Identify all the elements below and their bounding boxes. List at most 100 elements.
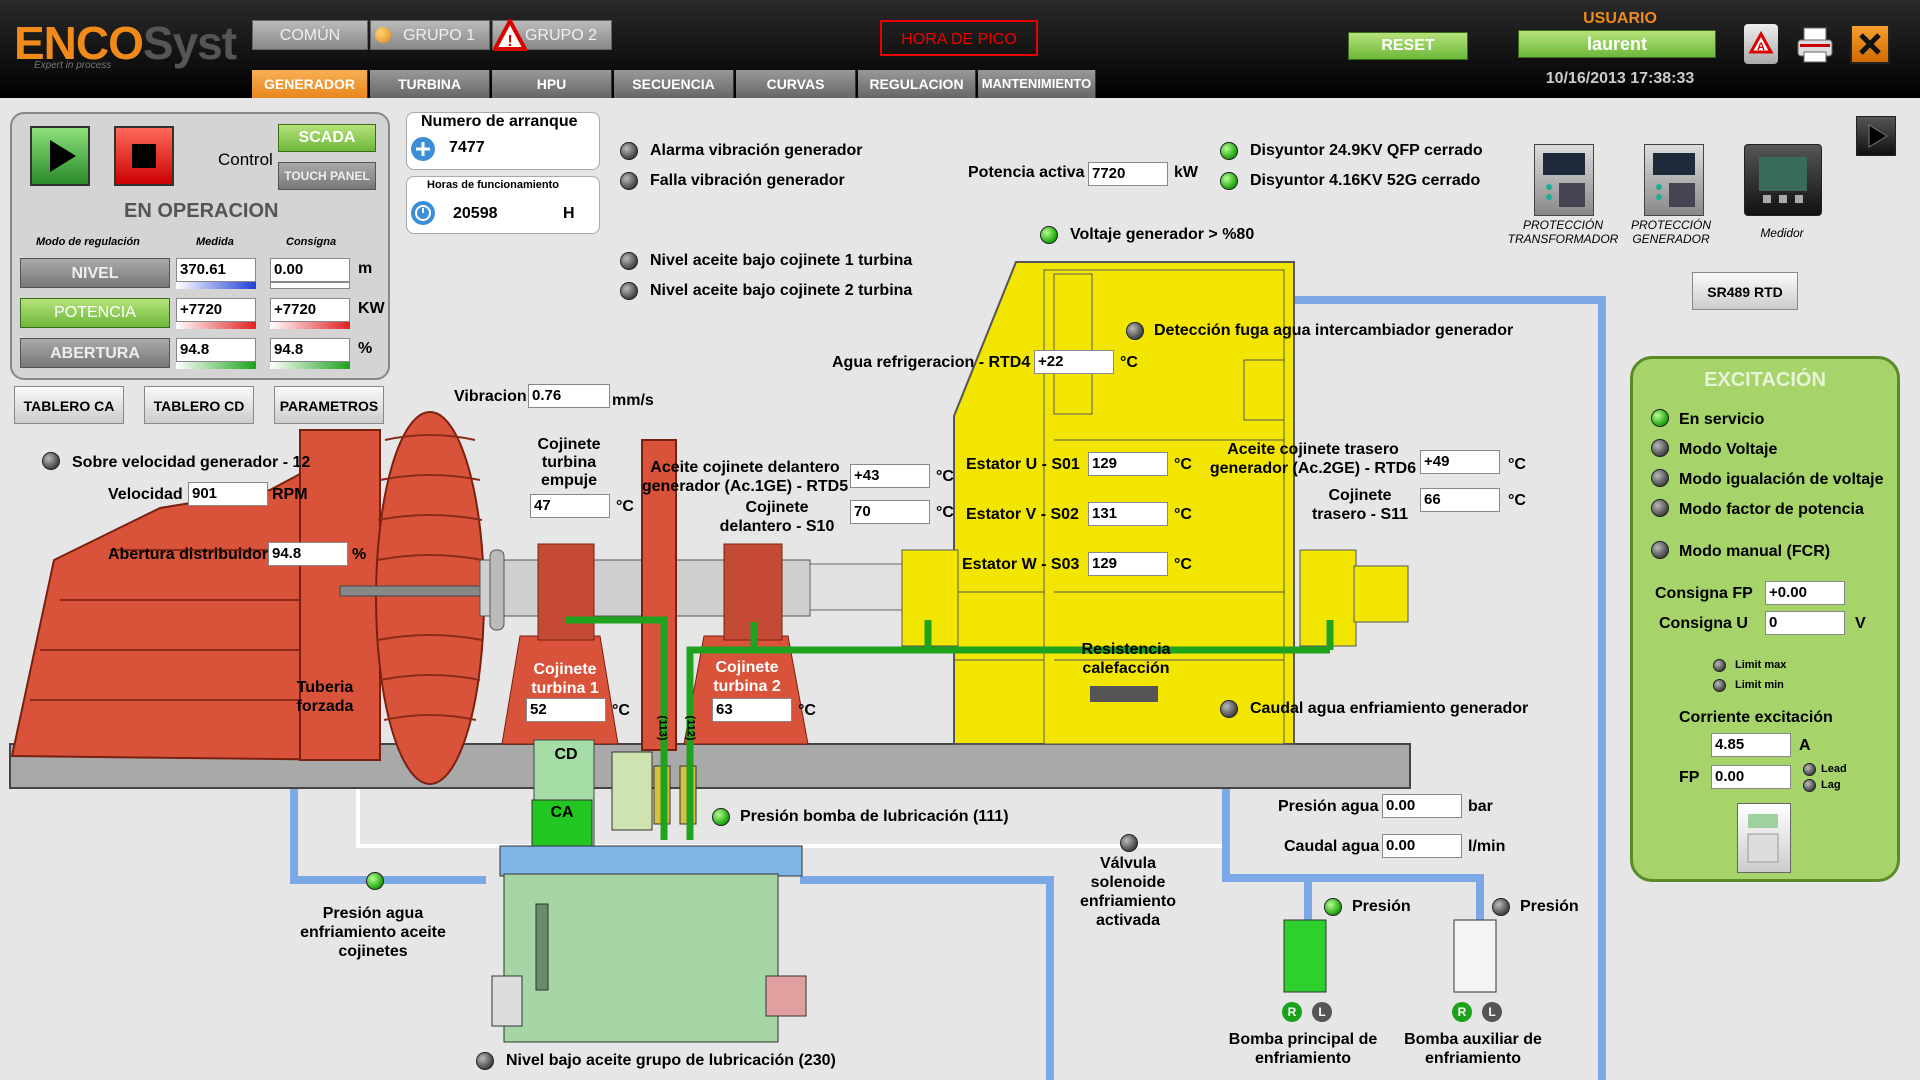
stator-v-label: Estator V - S02 — [966, 506, 1079, 524]
oil-rear-value: +49 — [1420, 450, 1500, 474]
aux-pump-r-indicator[interactable]: R — [1452, 1002, 1472, 1022]
penstock-label: Tuberia forzada — [280, 678, 370, 716]
tb1-value: 52 — [526, 698, 606, 722]
aux-pump-pressure-label: Presión — [1520, 898, 1579, 916]
thrust-bearing-label: Cojinete turbina empuje — [524, 436, 614, 490]
stator-u-value: 129 — [1088, 452, 1168, 476]
pipe-112-label: (112) — [685, 715, 697, 740]
main-pump-label: Bomba principal de enfriamiento — [1228, 1030, 1378, 1068]
excitation-title: EXCITACIÓN — [1633, 369, 1897, 392]
mode-voltage-match-led — [1651, 469, 1669, 487]
main-pump-pressure-label: Presión — [1352, 898, 1411, 916]
mode-manual-led — [1651, 541, 1669, 559]
cd-label: CD — [538, 746, 594, 764]
u-setpoint-value[interactable]: 0 — [1765, 611, 1845, 635]
main-pump-pressure-led — [1324, 898, 1342, 916]
u-setpoint-label: Consigna U — [1659, 615, 1748, 633]
mode-voltage-led — [1651, 439, 1669, 457]
rear-bearing-value: 66 — [1420, 488, 1500, 512]
bearing-cool-label: Presión agua enfriamiento aceite cojinet… — [298, 904, 448, 961]
bearing-cool-led — [366, 872, 384, 890]
aux-pump-l-indicator[interactable]: L — [1482, 1002, 1502, 1022]
vibration-value: 0.76 — [528, 384, 610, 408]
pipe-113-label: (113) — [657, 715, 669, 740]
water-flow-unit: l/min — [1468, 838, 1505, 856]
rear-bearing-unit: °C — [1508, 492, 1526, 510]
mode-service-label: En servicio — [1679, 411, 1764, 429]
lag-label: Lag — [1821, 779, 1841, 791]
thrust-bearing-value: 47 — [530, 494, 610, 518]
cooling-water-value: +22 — [1034, 350, 1114, 374]
leak-label: Detección fuga agua intercambiador gener… — [1154, 322, 1513, 340]
speed-label: Velocidad — [108, 486, 183, 504]
mode-pf-led — [1651, 499, 1669, 517]
exc-current-label: Corriente excitación — [1679, 709, 1833, 727]
limit-min-led — [1713, 679, 1726, 692]
main-pump-r-indicator[interactable]: R — [1282, 1002, 1302, 1022]
exc-current-value: 4.85 — [1711, 733, 1791, 757]
vibration-label: Vibracion — [454, 388, 527, 406]
water-pressure-value: 0.00 — [1382, 794, 1462, 818]
overspeed-led — [42, 452, 60, 470]
lube-pump-led — [712, 808, 730, 826]
exc-current-unit: A — [1799, 737, 1811, 755]
cooling-water-unit: °C — [1120, 354, 1138, 372]
overspeed-label: Sobre velocidad generador - 12 — [72, 454, 310, 472]
stator-w-value: 129 — [1088, 552, 1168, 576]
speed-value: 901 — [188, 482, 268, 506]
main-pump-l-indicator[interactable]: L — [1312, 1002, 1332, 1022]
lead-label: Lead — [1821, 763, 1847, 775]
fp-setpoint-label: Consigna FP — [1655, 585, 1753, 603]
water-flow-label: Caudal agua — [1284, 838, 1379, 856]
tb2-label: Cojinete turbina 2 — [702, 658, 792, 696]
lube-pump-label: Presión bomba de lubricación (111) — [740, 808, 1009, 826]
water-pressure-unit: bar — [1468, 798, 1493, 816]
tb1-label: Cojinete turbina 1 — [520, 660, 610, 698]
lag-led — [1803, 779, 1816, 792]
valve-label: Válvula solenoide enfriamiento activada — [1066, 854, 1190, 930]
front-bearing-value: 70 — [850, 500, 930, 524]
pf-value: 0.00 — [1711, 765, 1791, 789]
lube-low-label: Nivel bajo aceite grupo de lubricación (… — [506, 1052, 836, 1070]
speed-unit: RPM — [272, 486, 308, 504]
mode-manual-label: Modo manual (FCR) — [1679, 543, 1830, 561]
valve-led — [1120, 834, 1138, 852]
water-pressure-label: Presión agua — [1278, 798, 1378, 816]
opening-unit: % — [352, 546, 366, 564]
pf-label: FP — [1679, 769, 1699, 787]
limit-min-label: Limit min — [1735, 679, 1784, 691]
fp-setpoint-value[interactable]: +0.00 — [1765, 581, 1845, 605]
oil-rear-unit: °C — [1508, 456, 1526, 474]
cooling-water-label: Agua refrigeracion - RTD4 — [832, 354, 1030, 372]
lead-led — [1803, 763, 1816, 776]
stator-w-label: Estator W - S03 — [962, 556, 1079, 574]
opening-value: 94.8 — [268, 542, 348, 566]
tb2-value: 63 — [712, 698, 792, 722]
limit-max-label: Limit max — [1735, 659, 1786, 671]
excitation-panel: EXCITACIÓN En servicio Modo Voltaje Modo… — [1630, 356, 1900, 882]
mode-voltage-match-label: Modo igualación de voltaje — [1679, 471, 1883, 489]
mode-service-led — [1651, 409, 1669, 427]
mode-voltage-label: Modo Voltaje — [1679, 441, 1777, 459]
water-flow-value: 0.00 — [1382, 834, 1462, 858]
heater-label: Resistencia calefacción — [1066, 640, 1186, 678]
leak-led — [1126, 322, 1144, 340]
excitation-controller-icon[interactable] — [1737, 803, 1791, 873]
cool-flow-label: Caudal agua enfriamiento generador — [1250, 700, 1528, 718]
tb2-unit: °C — [798, 702, 816, 720]
ca-label: CA — [532, 804, 592, 822]
stator-u-label: Estator U - S01 — [966, 456, 1080, 474]
rear-bearing-label: Cojinete trasero - S11 — [1306, 486, 1414, 524]
aux-pump-label: Bomba auxiliar de enfriamiento — [1398, 1030, 1548, 1068]
stator-u-unit: °C — [1174, 456, 1192, 474]
tb1-unit: °C — [612, 702, 630, 720]
mode-pf-label: Modo factor de potencia — [1679, 501, 1864, 519]
oil-front-unit: °C — [936, 468, 954, 486]
u-setpoint-unit: V — [1855, 615, 1866, 633]
limit-max-led — [1713, 659, 1726, 672]
aux-pump-pressure-led — [1492, 898, 1510, 916]
thrust-unit: °C — [616, 498, 634, 516]
stator-w-unit: °C — [1174, 556, 1192, 574]
stator-v-value: 131 — [1088, 502, 1168, 526]
lube-low-led — [476, 1052, 494, 1070]
